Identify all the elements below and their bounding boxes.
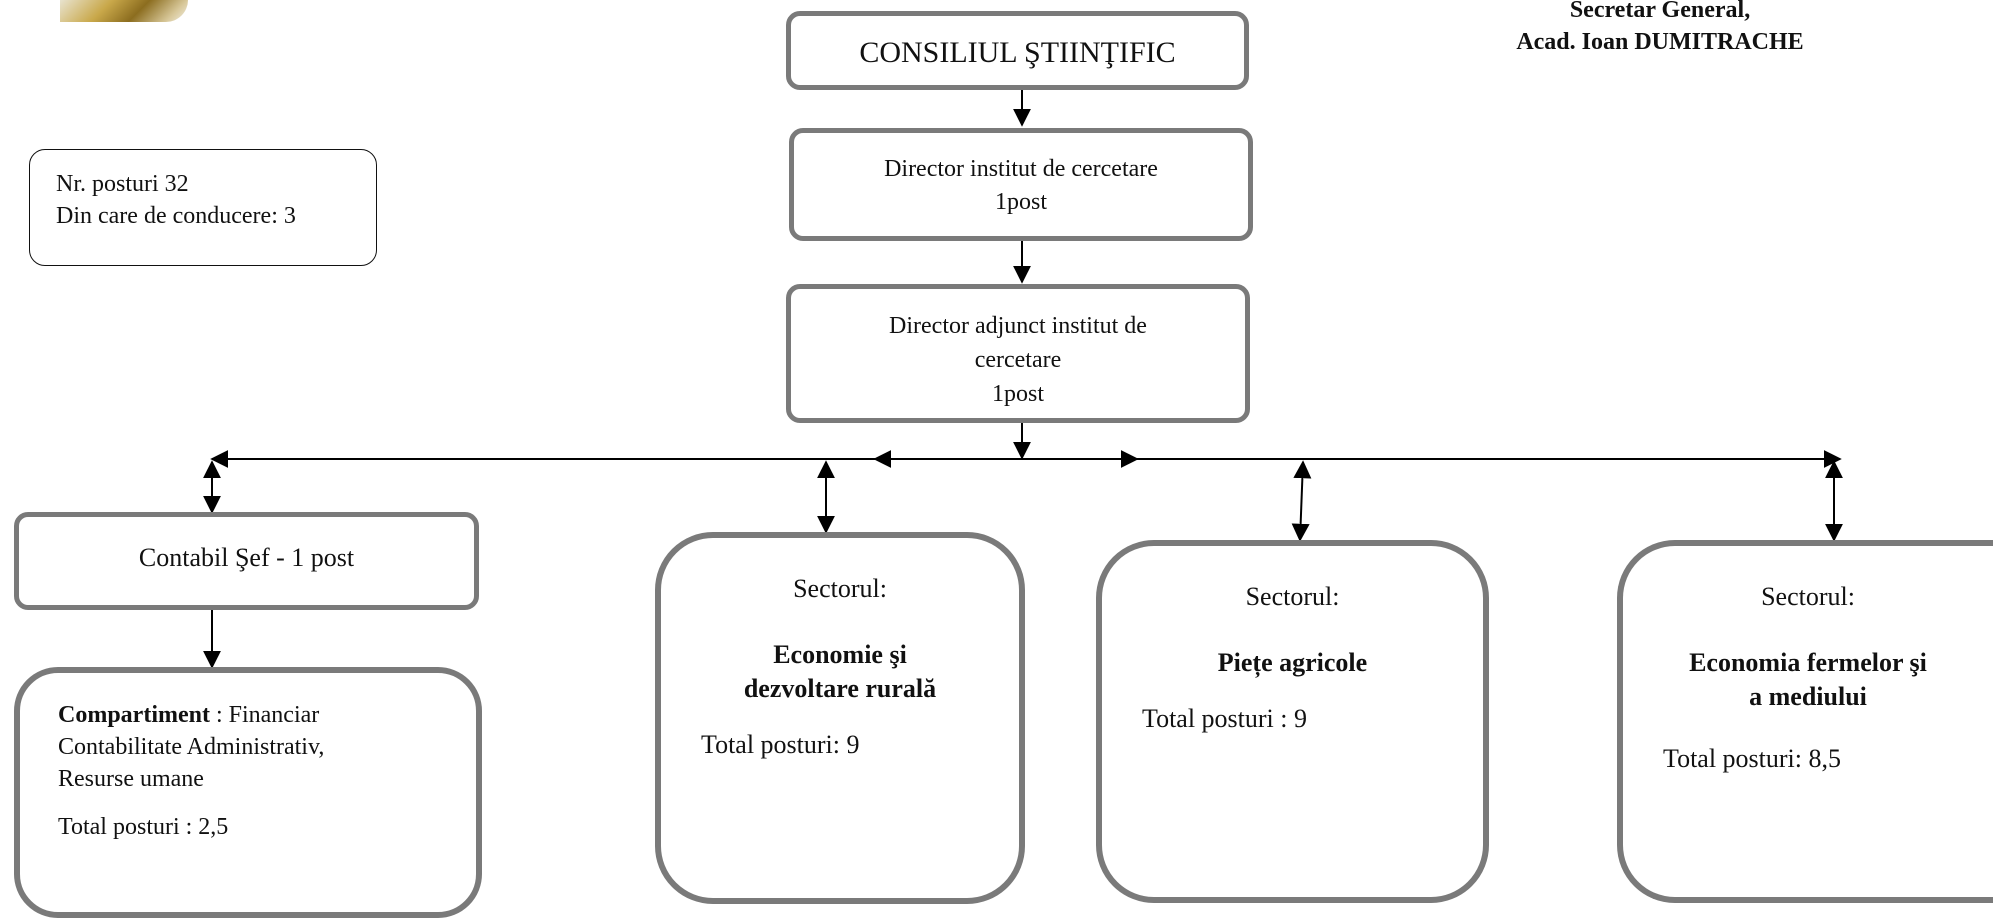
institution-logo bbox=[60, 0, 188, 22]
compartment-box: Compartiment : Financiar Contabilitate A… bbox=[14, 667, 482, 918]
sector-1-prefix: Sectorul: bbox=[793, 574, 887, 603]
sector-2-prefix: Sectorul: bbox=[1245, 582, 1340, 611]
council-box: CONSILIUL ŞTIINŢIFIC bbox=[786, 11, 1249, 90]
chief-accountant-label: Contabil Şef - 1 post bbox=[138, 543, 355, 572]
sector-3-name-line2: a mediului bbox=[1749, 682, 1867, 711]
staff-summary-box: Nr. posturi 32 Din care de conducere: 3 bbox=[29, 149, 377, 266]
compartment-total: Total posturi : 2,5 bbox=[58, 814, 229, 840]
sector-box-3: Sectorul: Economia fermelor şi a mediulu… bbox=[1617, 540, 1993, 903]
compartment-line2: Contabilitate Administrativ, bbox=[58, 734, 325, 760]
secretary-title: Secretar General, bbox=[1569, 0, 1751, 23]
director-title: Director institut de cercetare bbox=[884, 156, 1158, 182]
sector-2-name-line1: Piețe agricole bbox=[1217, 648, 1368, 677]
compartment-label-bold: Compartiment bbox=[58, 702, 210, 728]
sector-box-1: Sectorul: Economie şi dezvoltare rurală … bbox=[655, 532, 1025, 904]
sector-3-total: Total posturi: 8,5 bbox=[1663, 744, 1842, 773]
sector-1-total: Total posturi: 9 bbox=[701, 730, 860, 759]
compartment-label-rest: : Financiar bbox=[209, 702, 320, 728]
summary-management-posts: Din care de conducere: 3 bbox=[56, 203, 296, 229]
deputy-director-box: Director adjunct institut de cercetare 1… bbox=[786, 284, 1250, 423]
deputy-posts: 1post bbox=[991, 381, 1044, 407]
chief-accountant-box: Contabil Şef - 1 post bbox=[14, 512, 479, 610]
compartment-line3: Resurse umane bbox=[58, 766, 204, 792]
sector-3-name-line1: Economia fermelor şi bbox=[1689, 648, 1927, 677]
sector-2-total: Total posturi : 9 bbox=[1142, 704, 1308, 733]
secretary-signature-block: Secretar General, Acad. Ioan DUMITRACHE bbox=[1480, 0, 1840, 58]
director-posts: 1post bbox=[994, 189, 1047, 215]
sector-1-name-line2: dezvoltare rurală bbox=[743, 674, 937, 703]
council-label: CONSILIUL ŞTIINŢIFIC bbox=[859, 36, 1176, 69]
sector-3-prefix: Sectorul: bbox=[1761, 582, 1855, 611]
sector-box-2: Sectorul: Piețe agricole Total posturi :… bbox=[1096, 540, 1489, 903]
deputy-title-line1: Director adjunct institut de bbox=[889, 313, 1147, 339]
deputy-title-line2: cercetare bbox=[974, 347, 1062, 373]
secretary-name: Acad. Ioan DUMITRACHE bbox=[1516, 29, 1804, 55]
summary-total-posts: Nr. posturi 32 bbox=[56, 171, 189, 197]
director-box: Director institut de cercetare 1post bbox=[789, 128, 1253, 241]
sector-1-name-line1: Economie şi bbox=[773, 640, 907, 669]
arrow-bus-sector-2 bbox=[1291, 460, 1312, 542]
